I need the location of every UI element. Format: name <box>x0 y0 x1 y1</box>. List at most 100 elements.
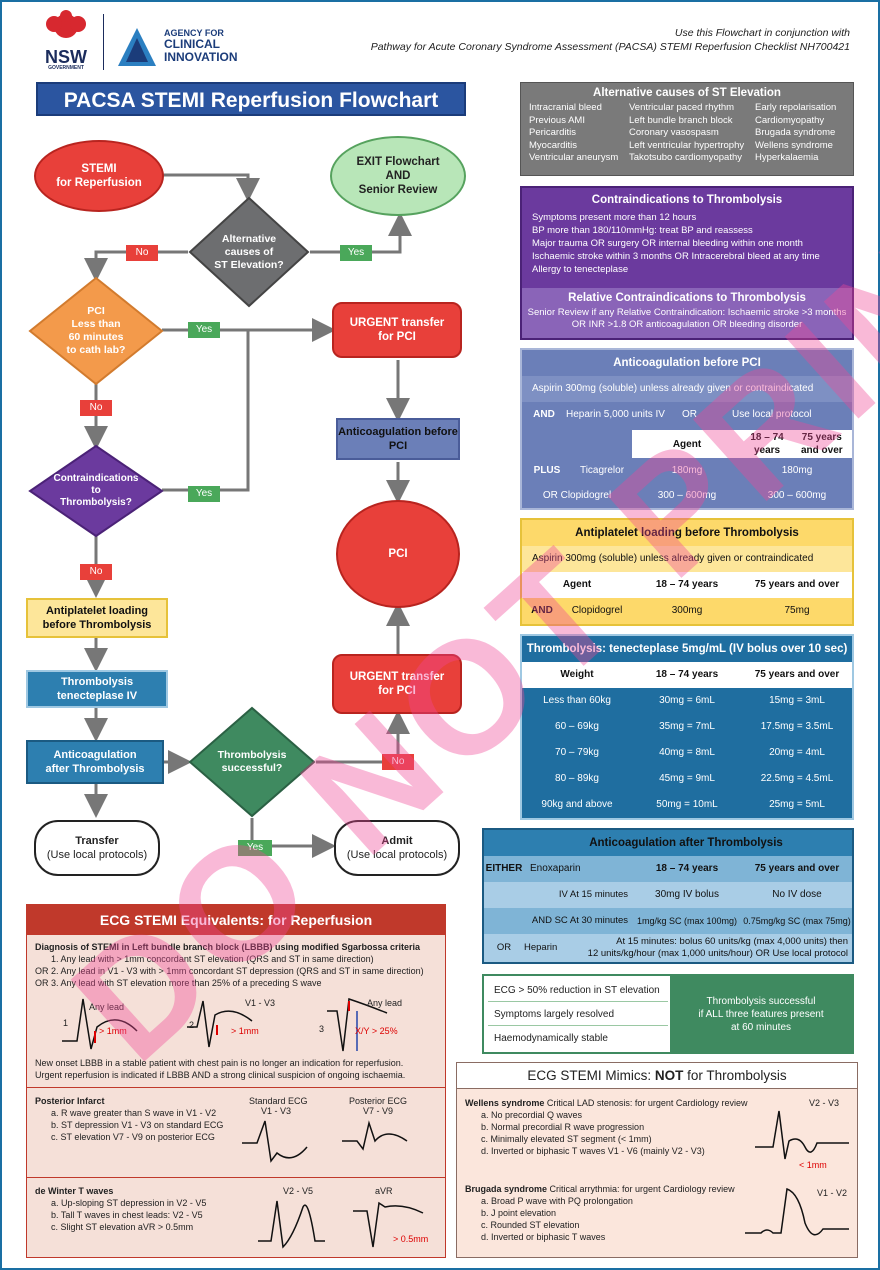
transfer-node: Transfer (Use local protocols) <box>34 820 160 876</box>
brugada-title: Brugada syndrome <box>465 1184 548 1194</box>
std-leads-label: V1 - V3 <box>261 1106 292 1116</box>
posterior-criterion: a. R wave greater than S wave in V1 - V2 <box>51 1108 217 1118</box>
success-criteria-panel: ECG > 50% reduction in ST elevation Symp… <box>482 974 854 1054</box>
alt-cause: Brugada syndrome <box>755 127 836 138</box>
alt-causes-title: Alternative causes of ST Elevation <box>593 87 781 99</box>
de-winter-criterion: b. Tall T waves in chest leads: V2 - V5 <box>51 1210 203 1220</box>
enoxaparin-header-row: EITHER Enoxaparin 18 – 74 years 75 years… <box>484 856 852 882</box>
local-protocol-text: Use local protocol <box>732 409 812 420</box>
col-header: 75 years and over <box>754 579 840 590</box>
contra-question-text: Contraindications to Thrombolysis? <box>53 473 139 508</box>
de-winter-ecg-diagrams <box>258 1200 424 1249</box>
enoxaparin-label: Enoxaparin <box>530 863 581 874</box>
pci-node: PCI <box>336 500 460 608</box>
table-cell: 15mg = 3mL <box>769 695 825 706</box>
aci-logo: AGENCY FOR CLINICAL INNOVATION <box>116 24 266 72</box>
alt-cause: Left ventricular hypertrophy <box>629 139 745 151</box>
relative-contra-box: Relative Contraindications to Thrombolys… <box>522 288 852 338</box>
table-cell: 0.75mg/kg SC (max 75mg) <box>743 916 851 926</box>
col-header: 18 – 74 years <box>655 579 719 590</box>
post-leads-label: V7 - V9 <box>363 1106 394 1116</box>
alt-cause: Takotsubo cardiomyopathy <box>629 152 743 163</box>
alt-cause: Ventricular paced rhythm <box>629 102 735 113</box>
table-cell: 22.5mg = 4.5mL <box>760 773 834 784</box>
and-label: AND <box>533 409 555 420</box>
lbbb-note: New onset LBBB in a stable patient with … <box>35 1058 404 1068</box>
col-header: 75 years and over <box>791 430 853 458</box>
ecg-equivalents-panel: ECG STEMI Equivalents: for Reperfusion D… <box>26 904 446 1258</box>
success-criterion: Symptoms largely resolved <box>488 1004 668 1026</box>
admit-node: Admit (Use local protocols) <box>334 820 460 876</box>
lbbb-number: 3 <box>319 1024 325 1034</box>
alt-cause: Myocarditis <box>529 139 578 151</box>
table-cell: 70 – 79kg <box>555 747 599 758</box>
clopidogrel-label: OR Clopidogrel <box>542 490 612 501</box>
success-criterion: ECG > 50% reduction in ST elevation <box>488 980 668 1002</box>
header-note-line2: Pathway for Acute Coronary Syndrome Asse… <box>370 41 850 53</box>
antiplatelet-header-row: Agent 18 – 74 years 75 years and over <box>522 572 852 598</box>
standard-ecg-label: Standard ECG <box>249 1096 308 1106</box>
urgent-transfer-pci-node: URGENT transfer for PCI <box>332 302 462 358</box>
thrombolysis-node: Thrombolysis tenecteplase IV <box>26 670 168 708</box>
stemi-node: STEMI for Reperfusion <box>34 140 164 212</box>
any-lead-label: Any lead <box>89 1002 125 1012</box>
table-cell: 80 – 89kg <box>555 773 599 784</box>
wellens-criterion: c. Minimally elevated ST segment (< 1mm) <box>481 1134 652 1144</box>
lbbb-number: 2 <box>189 1020 195 1030</box>
logo-divider <box>103 14 104 70</box>
alt-causes-text: Alternative causes of ST Elevation? <box>214 232 284 271</box>
anticoag-before-pci-node: Anticoagulation before PCI <box>336 418 460 460</box>
sc-label: AND SC At 30 minutes <box>531 915 628 926</box>
posterior-ecg-diagrams <box>242 1120 408 1163</box>
alt-cause: Pericarditis <box>529 127 576 138</box>
alt-cause: Left bundle branch block <box>629 114 733 126</box>
mimics-title-pre: ECG STEMI Mimics: <box>527 1068 655 1083</box>
thrombolysis-panel: Thrombolysis: tenecteplase 5mg/mL (IV bo… <box>520 634 854 820</box>
mimics-title-bold: NOT <box>654 1068 684 1083</box>
wellens-criterion: b. Normal precordial R wave progression <box>481 1122 645 1132</box>
de-winter-criterion: a. Up-sloping ST depression in V2 - V5 <box>51 1198 207 1208</box>
or-label: OR <box>682 409 697 420</box>
table-cell: No IV dose <box>772 889 822 900</box>
lbbb-notes: New onset LBBB in a stable patient with … <box>35 1057 439 1081</box>
col-header: Agent <box>631 430 743 458</box>
anticoag-pci-panel: Anticoagulation before PCI Aspirin 300mg… <box>520 348 854 510</box>
success-criterion: Haemodynamically stable <box>494 1033 608 1044</box>
heparin-line: At 15 minutes: bolus 60 units/kg (max 4,… <box>616 936 848 947</box>
wellens-title: Wellens syndrome <box>465 1098 545 1108</box>
header-note: Use this Flowchart in conjunction with P… <box>290 26 850 54</box>
table-cell: 300 – 600mg <box>767 490 827 501</box>
posterior-infarct-text: Posterior Infarct a. R wave greater than… <box>35 1095 235 1143</box>
table-cell: 40mg = 8mL <box>659 747 715 758</box>
contra-line: BP more than 180/110mmHg: treat BP and r… <box>532 225 753 236</box>
and-label: AND <box>531 605 553 616</box>
transfer-title: Transfer <box>75 835 119 847</box>
wellens-criterion: d. Inverted or biphasic T waves V1 - V6 … <box>481 1146 705 1156</box>
transfer-sub: (Use local protocols) <box>46 849 148 861</box>
table-cell: 180mg <box>671 465 703 476</box>
heparin-row: OR Heparin At 15 minutes: bolus 60 units… <box>484 934 852 962</box>
plus-label: PLUS <box>533 465 561 476</box>
urgent-transfer-pci-node-2: URGENT transfer for PCI <box>332 654 462 714</box>
mimics-title-post: for Thrombolysis <box>683 1068 787 1083</box>
table-cell: Less than 60kg <box>543 695 611 706</box>
table-cell: 25mg = 5mL <box>769 799 825 810</box>
de-winter-leads: V2 - V5 <box>283 1186 314 1196</box>
thrombolysis-title: Thrombolysis: tenecteplase 5mg/mL (IV bo… <box>526 643 848 655</box>
lbbb-ecg-diagrams <box>62 997 388 1052</box>
col-header: 75 years and over <box>754 863 840 874</box>
heparin-label: Heparin <box>524 942 558 953</box>
table-cell: 50mg = 10mL <box>656 799 718 810</box>
de-winter-title: de Winter T waves <box>35 1186 114 1196</box>
success-question-text: Thrombolysis successful? <box>217 749 287 774</box>
ecg-mimics-panel: ECG STEMI Mimics: NOT for Thrombolysis W… <box>456 1062 858 1258</box>
table-cell: 20mg = 4mL <box>769 747 825 758</box>
anticoag-after-node: Anticoagulation after Thrombolysis <box>26 740 164 784</box>
rel-contra-title: Relative Contraindications to Thrombolys… <box>568 292 806 304</box>
alt-causes-panel: Alternative causes of ST Elevation Intra… <box>520 82 854 176</box>
posterior-ecg-label: Posterior ECG <box>349 1096 408 1106</box>
table-row: 70 – 79kg 40mg = 8mL 20mg = 4mL <box>522 740 852 766</box>
